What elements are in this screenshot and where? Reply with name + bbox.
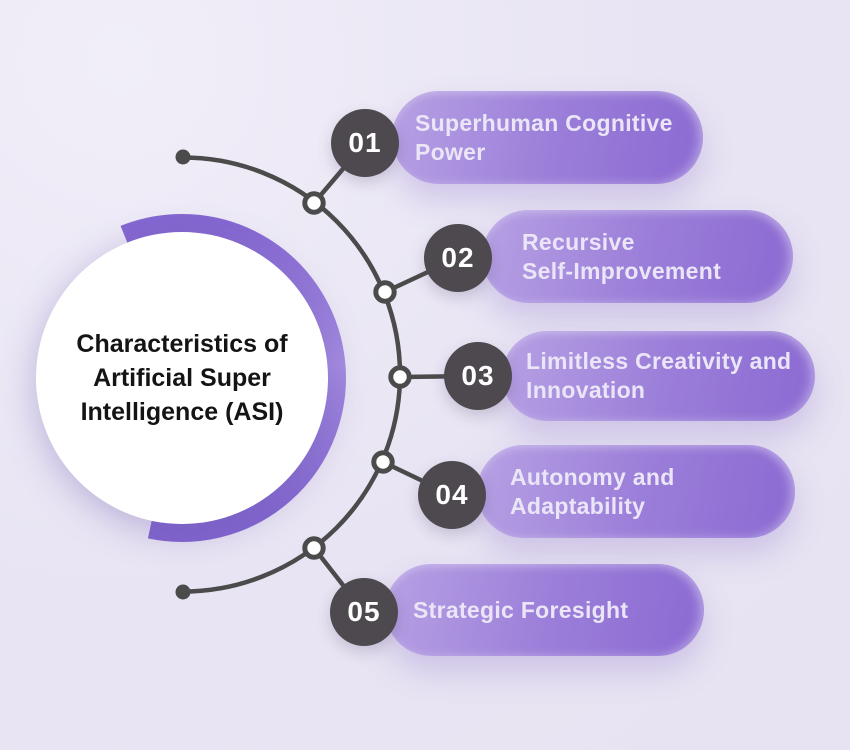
step-label-3: Limitless Creativity and Innovation <box>526 348 792 403</box>
arc-node-3 <box>388 365 412 389</box>
step-number-badge-3: 03 <box>444 342 512 410</box>
step-number-badge-5: 05 <box>330 578 398 646</box>
step-pill-5: Strategic Foresight <box>385 564 704 656</box>
step-number-badge-4: 04 <box>418 461 486 529</box>
step-label-1: Superhuman Cognitive Power <box>415 109 673 165</box>
arc-node-5 <box>302 536 326 560</box>
step-label-2: Recursive Self-Improvement <box>522 228 722 284</box>
step-label-5: Strategic Foresight <box>413 596 629 623</box>
center-circle: Characteristics of Artificial Super Inte… <box>36 232 328 524</box>
arc-endpoint-dot-top <box>175 149 191 165</box>
step-label-4: Autonomy and Adaptability <box>510 463 675 519</box>
arc-endpoint-dot-bottom <box>175 584 191 600</box>
step-pill-2: Recursive Self-Improvement <box>482 210 793 303</box>
step-number-badge-1: 01 <box>331 109 399 177</box>
step-pill-1: Superhuman Cognitive Power <box>392 91 703 184</box>
step-pill-3: Limitless Creativity and Innovation <box>502 331 815 421</box>
step-number-badge-2: 02 <box>424 224 492 292</box>
step-pill-4: Autonomy and Adaptability <box>477 445 795 538</box>
page-title: Characteristics of Artificial Super Inte… <box>76 330 288 426</box>
ring-arc <box>120 213 346 542</box>
arc-node-2 <box>373 280 397 304</box>
arc-node-1 <box>302 191 326 215</box>
arc-node-4 <box>371 450 395 474</box>
